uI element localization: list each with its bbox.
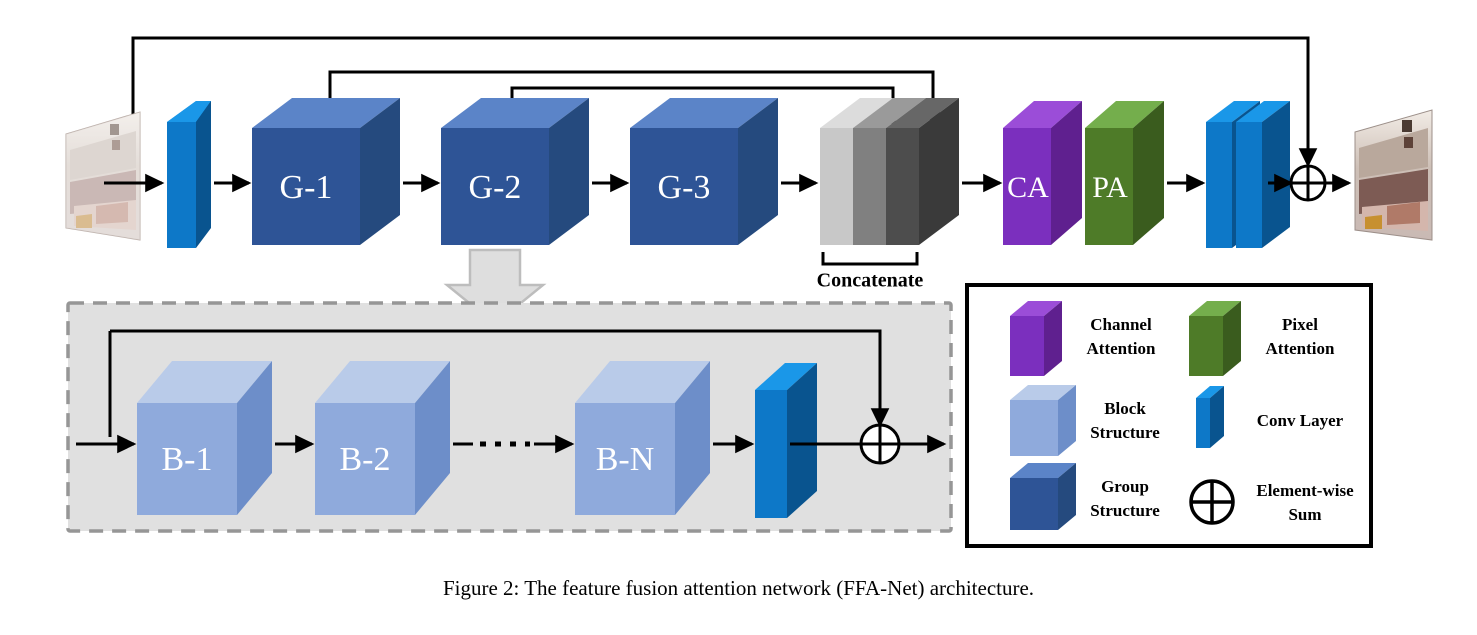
- legend-item-conv-layer: Conv Layer: [1196, 386, 1344, 448]
- group-structure-g3: G-3: [630, 98, 778, 245]
- block-structure-b2: B-2: [315, 361, 450, 515]
- global-skip-connection: [131, 36, 1318, 183]
- legend-label-channel-1: Channel: [1090, 315, 1152, 334]
- element-wise-sum-top: [1289, 164, 1327, 202]
- figure-caption: Figure 2: The feature fusion attention n…: [442, 576, 1035, 600]
- legend-item-element-wise-sum: Element-wise Sum: [1189, 479, 1354, 525]
- element-wise-sum-bottom: [859, 423, 901, 465]
- g2-label: G-2: [469, 169, 522, 206]
- legend-label-group-1: Group: [1101, 477, 1149, 496]
- legend-label-block-2: Structure: [1090, 423, 1160, 442]
- block-skip-connection: [110, 329, 890, 428]
- b2-label: B-2: [340, 441, 391, 478]
- legend-label-channel-2: Attention: [1087, 339, 1156, 358]
- legend-label-group-2: Structure: [1090, 501, 1160, 520]
- legend-label-sum-2: Sum: [1288, 505, 1321, 524]
- group-structure-g2: G-2: [441, 98, 589, 245]
- legend-label-sum-1: Element-wise: [1256, 481, 1354, 500]
- concatenate-block: Concatenate: [817, 98, 959, 292]
- bn-label: B-N: [596, 441, 655, 478]
- ca-label: CA: [1007, 171, 1049, 204]
- legend-label-pixel-2: Attention: [1266, 339, 1335, 358]
- g3-label: G-3: [658, 169, 711, 206]
- hazy-input-image: [65, 111, 141, 241]
- legend-label-block-1: Block: [1104, 399, 1146, 418]
- block-structure-b1: B-1: [137, 361, 272, 515]
- channel-attention-block: CA: [1003, 101, 1082, 245]
- dehazed-output-image: [1354, 109, 1433, 241]
- legend-label-conv: Conv Layer: [1257, 411, 1344, 430]
- pixel-attention-block: PA: [1085, 101, 1164, 245]
- b1-label: B-1: [162, 441, 213, 478]
- concatenate-bracket: [821, 252, 919, 266]
- concatenate-label: Concatenate: [817, 270, 924, 292]
- g1-label: G-1: [280, 169, 333, 206]
- legend-item-block-structure: Block Structure: [1010, 385, 1160, 456]
- conv-layer-output: [1206, 101, 1290, 248]
- conv-layer-input: [167, 101, 211, 248]
- legend-item-channel-attention: Channel Attention: [1010, 301, 1156, 376]
- legend-item-pixel-attention: Pixel Attention: [1189, 301, 1335, 376]
- pa-label: PA: [1092, 171, 1128, 204]
- group-structure-detail-panel: [66, 301, 953, 533]
- group-structure-g1: G-1: [252, 98, 400, 245]
- block-structure-bn: B-N: [575, 361, 710, 515]
- legend-item-group-structure: Group Structure: [1010, 463, 1160, 530]
- legend-label-pixel-1: Pixel: [1282, 315, 1318, 334]
- conv-layer-tail: [755, 363, 817, 518]
